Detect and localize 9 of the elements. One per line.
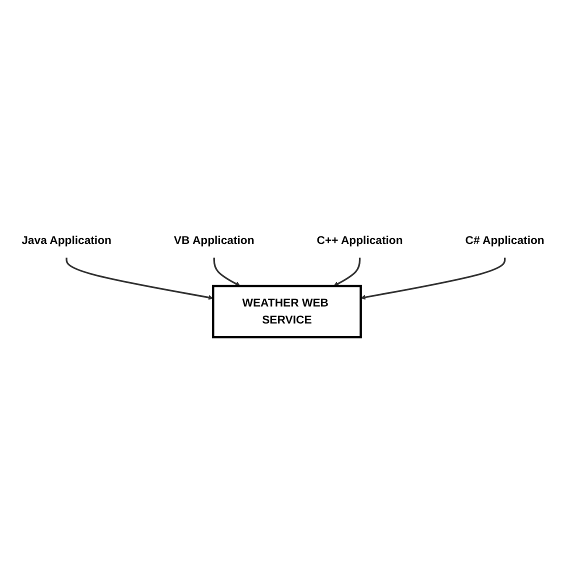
node-text: C# Application: [465, 234, 544, 247]
arrow: [66, 258, 214, 300]
node-text: C++ Application: [316, 234, 403, 247]
node-text: Java Application: [22, 234, 112, 247]
arrow: [213, 258, 240, 286]
arrow: [334, 258, 361, 286]
arrow: [360, 258, 506, 300]
node-box: WEATHER WEB SERVICE: [212, 285, 362, 338]
node-text: VB Application: [174, 234, 254, 247]
